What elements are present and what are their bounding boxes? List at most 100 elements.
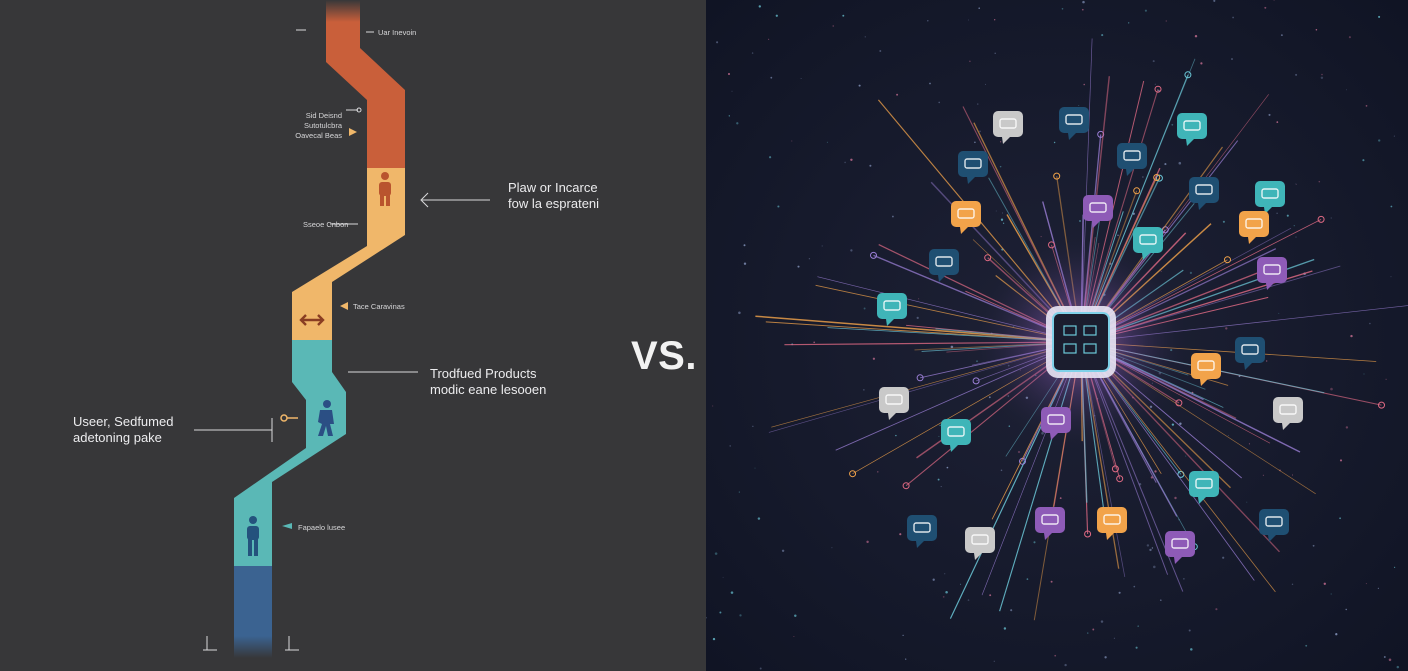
camera-icon <box>907 515 937 548</box>
journey-diagram: Uar Inevoin Sid Deisnd Sutotulcbra Oavec… <box>73 0 599 658</box>
star-dot <box>738 311 741 315</box>
star-dot <box>1154 83 1156 85</box>
star-dot <box>1385 378 1387 380</box>
star-dot <box>759 667 762 670</box>
star-dot <box>1365 583 1367 585</box>
star-dot <box>950 345 954 349</box>
star-dot <box>1053 141 1056 144</box>
star-dot <box>977 103 979 105</box>
star-dot <box>1276 212 1278 214</box>
star-dot <box>1339 459 1343 462</box>
star-dot <box>739 614 742 617</box>
music-icon <box>1165 531 1195 564</box>
star-dot <box>1390 205 1393 208</box>
star-dot <box>969 60 971 63</box>
star-dot <box>712 405 714 407</box>
star-dot <box>999 165 1002 168</box>
star-dot <box>940 486 942 488</box>
idea-icon <box>1117 143 1147 176</box>
star-dot <box>1346 89 1348 91</box>
star-dot <box>727 72 731 76</box>
person-icon <box>379 172 391 206</box>
star-dot <box>1231 58 1233 60</box>
star-dot <box>1146 544 1150 547</box>
star-dot <box>1222 220 1225 223</box>
label-stage1-line2: Sutotulcbra <box>304 121 343 130</box>
double-arrow-icon <box>299 314 325 326</box>
chat-bubble-icon <box>1059 107 1089 140</box>
star-dot <box>850 158 853 162</box>
star-dot <box>994 19 996 21</box>
label-stage1-line1: Sid Deisnd <box>306 111 342 120</box>
star-dot <box>1101 34 1104 37</box>
star-dot <box>1087 632 1089 634</box>
star-dot <box>999 141 1002 143</box>
star-dot <box>895 434 897 437</box>
left-panel-linear-journey: Uar Inevoin Sid Deisnd Sutotulcbra Oavec… <box>73 0 600 658</box>
star-dot <box>1286 214 1289 217</box>
star-dot <box>1158 89 1160 92</box>
star-dot <box>1394 566 1396 569</box>
star-dot <box>1396 665 1400 669</box>
star-dot <box>1262 474 1264 476</box>
star-dot <box>1312 544 1315 547</box>
star-dot <box>1178 161 1182 165</box>
star-dot <box>1330 387 1333 391</box>
label-flow-line2: fow la esprateni <box>508 196 599 211</box>
annotation-lines <box>194 29 490 651</box>
star-dot <box>1276 121 1279 123</box>
star-dot <box>858 84 861 87</box>
star-dot <box>1008 425 1011 427</box>
star-dot <box>1339 517 1341 520</box>
star-dot <box>797 265 800 268</box>
star-dot <box>1295 73 1298 76</box>
star-dot <box>1164 163 1167 166</box>
star-dot <box>1377 587 1380 590</box>
star-dot <box>1227 435 1229 436</box>
star-dot <box>1305 644 1308 647</box>
robot-icon <box>958 151 988 184</box>
star-dot <box>1064 663 1067 667</box>
star-dot <box>729 445 732 447</box>
search-icon <box>1189 177 1219 210</box>
star-dot <box>942 596 945 598</box>
star-dot <box>1002 222 1005 224</box>
star-dot <box>842 14 845 17</box>
path-segment-teal <box>234 340 346 566</box>
hub-diagram <box>705 0 1408 670</box>
star-dot <box>902 634 904 637</box>
star-dot <box>1050 580 1053 583</box>
node-dot <box>1084 530 1092 538</box>
node-dot <box>1133 187 1141 195</box>
star-dot <box>813 341 816 344</box>
support-icon <box>1133 227 1163 260</box>
node-dot <box>1053 172 1061 180</box>
star-dot <box>1189 271 1193 275</box>
star-dot <box>1082 0 1085 4</box>
star-dot <box>932 578 935 581</box>
star-dot <box>938 101 940 104</box>
star-dot <box>808 258 811 260</box>
star-dot <box>927 20 929 22</box>
star-dot <box>1215 608 1218 611</box>
star-dot <box>1183 578 1185 580</box>
document-icon <box>993 111 1023 144</box>
label-top: Uar Inevoin <box>378 28 416 37</box>
star-dot <box>1083 83 1085 86</box>
p-icon <box>941 419 971 452</box>
star-dot <box>793 636 795 637</box>
badge-icon <box>879 387 909 420</box>
node-dot <box>849 470 857 478</box>
star-dot <box>1171 123 1174 126</box>
star-dot <box>879 50 882 52</box>
star-dot <box>1246 501 1248 503</box>
star-dot <box>712 637 716 641</box>
star-dot <box>752 425 754 427</box>
star-dot <box>1185 455 1187 457</box>
cloud-icon <box>1257 257 1287 290</box>
message-icon <box>951 201 981 234</box>
star-dot <box>738 491 740 493</box>
star-dot <box>1318 180 1321 183</box>
star-dot <box>1117 234 1119 236</box>
star-dot <box>1280 34 1283 37</box>
